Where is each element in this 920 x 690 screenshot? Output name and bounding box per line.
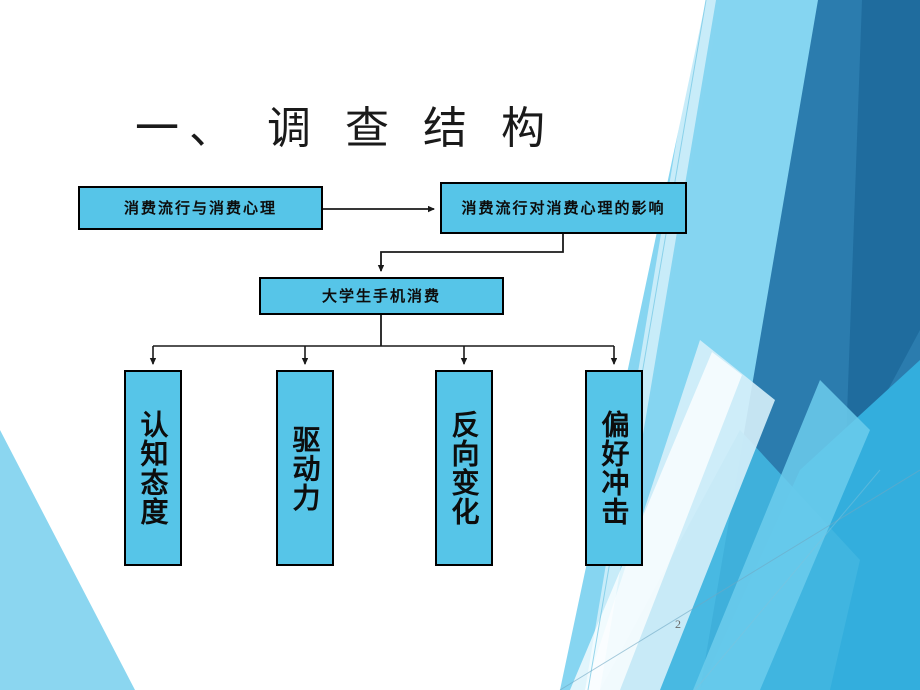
flow-node-cognition-label: 认知态度	[136, 410, 170, 526]
flow-node-reverse-label: 反向变化	[447, 410, 481, 526]
flow-node-student-phone[interactable]: 大学生手机消费	[259, 277, 504, 315]
flow-node-preference[interactable]: 偏好冲击	[585, 370, 643, 566]
page-number: 2	[675, 617, 681, 631]
page-title: 一、 调 查 结 构	[135, 103, 555, 154]
flow-node-drive-label: 驱动力	[288, 424, 322, 512]
flow-node-trend-psych[interactable]: 消费流行与消费心理	[78, 186, 323, 230]
flow-node-drive[interactable]: 驱动力	[276, 370, 334, 566]
flow-node-cognition[interactable]: 认知态度	[124, 370, 182, 566]
flow-node-reverse[interactable]: 反向变化	[435, 370, 493, 566]
flow-node-preference-label: 偏好冲击	[597, 410, 631, 526]
connector-trend-effect-to-student-phone	[377, 234, 564, 272]
flow-node-trend-effect[interactable]: 消费流行对消费心理的影响	[440, 182, 687, 234]
